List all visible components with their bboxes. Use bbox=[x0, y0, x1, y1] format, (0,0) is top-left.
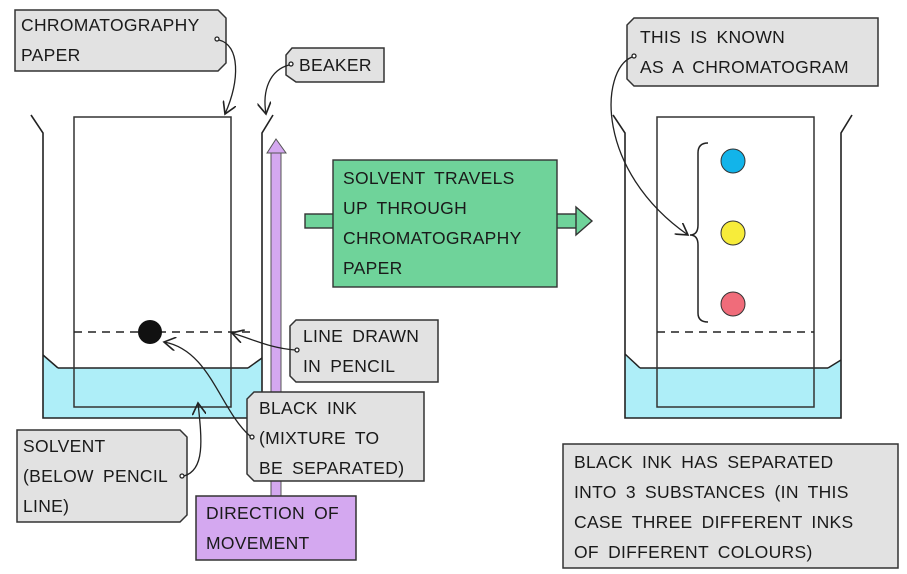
label-direction-of-movement: DIRECTION OF MOVEMENT bbox=[198, 498, 347, 558]
left-chromatography-paper bbox=[73, 116, 232, 408]
label-line: UP THROUGH bbox=[343, 198, 468, 218]
label-chromatography-paper: CHROMATOGRAPHY PAPER bbox=[13, 10, 208, 70]
label-line: (MIXTURE TO bbox=[259, 428, 380, 448]
tag-black-ink-shape bbox=[246, 391, 425, 482]
label-line-drawn-in-pencil: LINE DRAWN IN PENCIL bbox=[295, 321, 427, 381]
label-line: (BELOW PENCIL bbox=[23, 466, 169, 486]
result-box-shape bbox=[562, 443, 899, 569]
label-line: DIRECTION OF bbox=[206, 503, 340, 523]
label-line: BLACK INK bbox=[259, 398, 358, 418]
tag-chromatography-paper-shape bbox=[14, 9, 227, 72]
spot-red bbox=[720, 291, 746, 317]
label-chromatogram: THIS IS KNOWN AS A CHROMATOGRAM bbox=[632, 22, 857, 82]
label-line: LINE DRAWN bbox=[303, 326, 420, 346]
tag-beaker-shape bbox=[285, 47, 385, 83]
label-line: BLACK INK HAS SEPARATED bbox=[574, 452, 834, 472]
label-solvent-travels: SOLVENT TRAVELS UP THROUGH CHROMATOGRAPH… bbox=[335, 163, 530, 283]
process-arrow bbox=[304, 159, 594, 288]
label-line: SOLVENT bbox=[23, 436, 106, 456]
label-line: CHROMATOGRAPHY bbox=[343, 228, 522, 248]
brace bbox=[689, 142, 709, 323]
label-line: BEAKER bbox=[299, 55, 372, 75]
spot-yellow bbox=[720, 220, 746, 246]
direction-box-shape bbox=[195, 495, 357, 561]
label-black-ink: BLACK INK (MIXTURE TO BE SEPARATED) bbox=[251, 393, 412, 483]
tag-line-drawn-shape bbox=[289, 319, 439, 383]
black-ink-spot bbox=[138, 320, 162, 344]
tag-solvent-shape bbox=[16, 429, 188, 523]
right-chromatography-paper bbox=[656, 116, 815, 408]
label-line: CHROMATOGRAPHY bbox=[21, 15, 200, 35]
tag-chromatogram-shape bbox=[626, 17, 879, 87]
label-line: INTO 3 SUBSTANCES (IN THIS bbox=[574, 482, 849, 502]
label-line: SOLVENT TRAVELS bbox=[343, 168, 515, 188]
label-line: OF DIFFERENT COLOURS) bbox=[574, 542, 813, 562]
left-solvent bbox=[43, 355, 262, 418]
label-result: BLACK INK HAS SEPARATED INTO 3 SUBSTANCE… bbox=[566, 447, 861, 567]
process-box bbox=[332, 159, 558, 288]
label-line: LINE) bbox=[23, 496, 70, 516]
label-line: PAPER bbox=[21, 45, 81, 65]
label-line: IN PENCIL bbox=[303, 356, 396, 376]
label-line: MOVEMENT bbox=[206, 533, 310, 553]
label-line: THIS IS KNOWN bbox=[640, 27, 786, 47]
label-line: CASE THREE DIFFERENT INKS bbox=[574, 512, 854, 532]
label-solvent: SOLVENT (BELOW PENCIL LINE) bbox=[15, 431, 176, 521]
label-line: PAPER bbox=[343, 258, 403, 278]
left-beaker bbox=[30, 114, 274, 419]
spot-blue bbox=[720, 148, 746, 174]
right-solvent bbox=[625, 354, 841, 418]
right-beaker bbox=[612, 114, 853, 419]
leader-lines bbox=[164, 36, 688, 479]
label-line: AS A CHROMATOGRAM bbox=[640, 57, 849, 77]
label-beaker: BEAKER bbox=[291, 50, 380, 80]
label-line: BE SEPARATED) bbox=[259, 458, 405, 478]
